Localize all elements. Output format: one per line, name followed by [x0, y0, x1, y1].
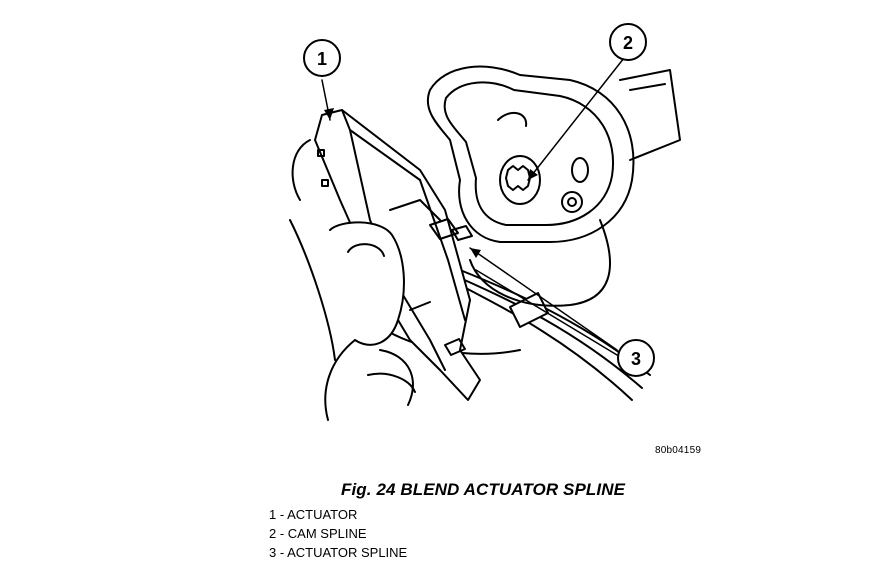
hand: [289, 139, 416, 421]
leader-3b: [475, 269, 618, 356]
callout-3-number: 3: [631, 349, 641, 369]
blend-door-cam: [427, 65, 681, 307]
actuator-drawing: 1 2 3: [289, 23, 681, 421]
leader-arrowheads: [324, 108, 538, 258]
callout-1: 1: [303, 39, 341, 77]
callout-1-number: 1: [317, 49, 327, 69]
legend-item-cam-spline: 2 - CAM SPLINE: [269, 526, 367, 541]
image-code: 80b04159: [655, 445, 702, 456]
leader-3a: [469, 247, 618, 351]
callout-2-number: 2: [623, 33, 633, 53]
legend-item-actuator-spline: 3 - ACTUATOR SPLINE: [269, 545, 408, 560]
callout-3: 3: [617, 339, 655, 377]
legend-item-actuator: 1 - ACTUATOR: [269, 507, 358, 522]
callout-markers: 1 2 3: [303, 23, 655, 377]
callout-2: 2: [609, 23, 647, 61]
technical-illustration: 1 2 3: [270, 20, 690, 440]
figure-legend: 1 - ACTUATOR 2 - CAM SPLINE 3 - ACTUATOR…: [269, 505, 407, 562]
figure-caption: Fig. 24 BLEND ACTUATOR SPLINE: [341, 480, 626, 499]
leader-2: [527, 57, 625, 181]
